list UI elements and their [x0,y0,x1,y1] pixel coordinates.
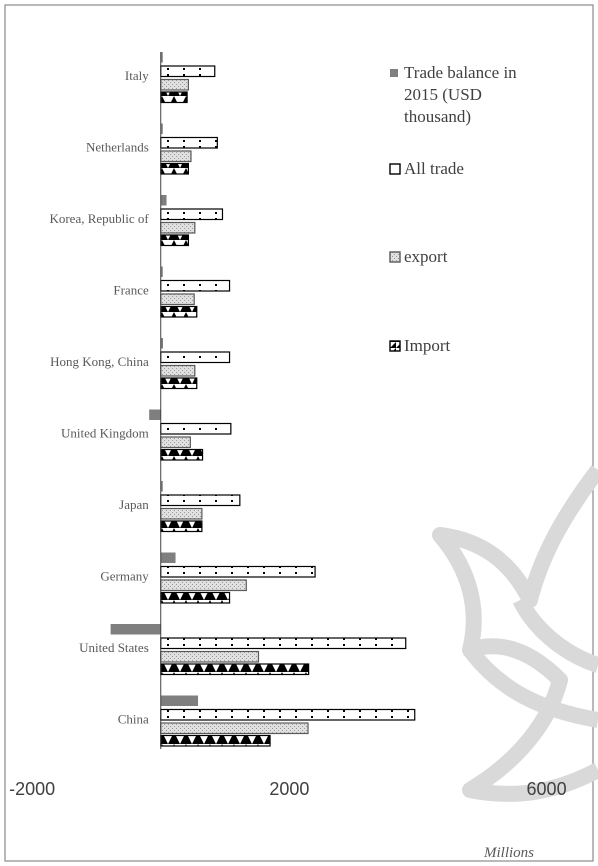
bar-import-6 [160,520,203,533]
bar-export-6 [160,507,203,520]
legend: Trade balance in 2015 (USD thousand) All tr… [389,63,517,355]
bar-all-trade-0 [160,65,216,78]
bar-trade-balance-9 [160,695,199,706]
legend-swatch-export [389,251,401,263]
bar-import-3 [160,305,198,318]
category-label-9: China [118,712,149,727]
category-label-0: Italy [125,68,149,83]
bar-export-7 [160,579,247,592]
bar-all-trade-8 [160,637,407,650]
legend-label-export: export [404,247,448,266]
bar-export-8 [160,650,260,663]
bar-all-trade-5 [160,422,232,435]
x-tick-label-2: 6000 [527,779,567,799]
bar-trade-balance-2 [160,195,167,206]
bar-trade-balance-1 [160,123,163,134]
bar-trade-balance-8 [110,624,161,635]
legend-label-import: Import [404,336,451,355]
bar-import-5 [160,448,204,461]
bar-trade-balance-4 [160,338,163,349]
bar-all-trade-1 [160,136,218,149]
legend-label-all-trade: All trade [404,159,464,178]
category-label-7: Germany [100,569,149,584]
bars-group [110,52,416,747]
bar-export-2 [160,221,196,234]
legend-swatch-trade-balance [390,69,398,77]
legend-label-trade-balance-line-1: 2015 (USD [404,85,482,104]
bar-all-trade-7 [160,565,316,578]
x-tick-label-0: -2000 [9,779,55,799]
bar-all-trade-9 [160,708,416,721]
bar-import-4 [160,377,198,390]
bar-all-trade-6 [160,494,241,507]
bar-trade-balance-0 [160,52,163,63]
bar-import-2 [160,234,189,247]
category-label-3: France [113,283,149,298]
bar-import-9 [160,734,271,747]
bar-trade-balance-7 [160,552,176,563]
category-label-5: United Kingdom [61,426,149,441]
legend-label-trade-balance-line-2: thousand) [404,107,471,126]
bar-trade-balance-6 [160,481,163,492]
category-label-2: Korea, Republic of [49,211,149,226]
bar-export-0 [160,78,189,91]
bar-import-1 [160,162,189,175]
bar-export-1 [160,150,192,163]
bar-export-4 [160,364,196,377]
bar-all-trade-2 [160,208,224,221]
bar-trade-balance-3 [160,266,163,277]
bar-export-3 [160,293,195,306]
bar-all-trade-4 [160,351,231,364]
x-axis-unit-label: Millions [483,845,534,861]
x-axis-tick-labels: -2000 2000 6000 [9,779,566,799]
bar-all-trade-3 [160,279,231,292]
category-label-6: Japan [119,497,149,512]
bar-import-0 [160,91,188,104]
watermark-flower-icon [432,465,598,802]
bar-import-7 [160,591,231,604]
bar-trade-balance-5 [149,409,161,420]
category-label-4: Hong Kong, China [50,354,149,369]
legend-swatch-all-trade [389,163,401,175]
category-label-8: United States [79,640,149,655]
bar-export-9 [160,722,309,735]
category-label-1: Netherlands [86,140,149,155]
legend-swatch-import [389,340,401,352]
bar-import-8 [160,663,310,676]
legend-label-trade-balance-line-0: Trade balance in [404,63,517,82]
x-tick-label-1: 2000 [269,779,309,799]
bar-export-5 [160,436,191,449]
